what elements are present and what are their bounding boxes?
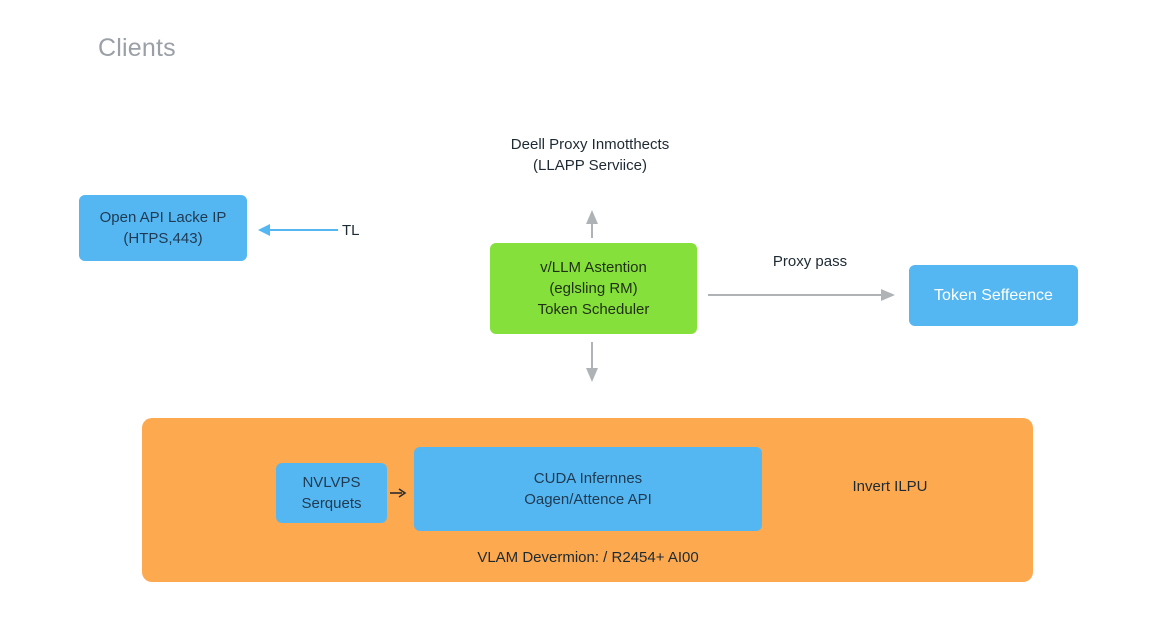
top-label: Deell Proxy Inmotthects (LLAPP Serviice) (470, 134, 710, 176)
cuda-box[interactable]: CUDA Infernnes Oagen/Attence API (414, 447, 762, 531)
token-box-label: Token Seffeence (934, 287, 1053, 304)
down-arrow-head (586, 368, 598, 382)
top-label-line2: (LLAPP Serviice) (533, 157, 647, 174)
proxy-pass-label: Proxy pass (772, 253, 848, 270)
token-box[interactable]: Token Seffeence (909, 265, 1078, 326)
panel-bottom-label: VLAM Devermion: / R2454+ AI00 (477, 549, 699, 566)
tl-arrow-head (258, 224, 270, 236)
client-box-line1: Open API Lacke IP (99, 209, 227, 226)
client-box-line2: (HTPS,443) (123, 230, 203, 247)
center-box-line1: v/LLM Astention (540, 259, 647, 276)
top-label-line1: Deell Proxy Inmotthects (510, 136, 670, 153)
center-box[interactable]: v/LLM Astention (eglsling RM) Token Sche… (490, 243, 697, 334)
client-box[interactable]: Open API Lacke IP (HTPS,443) (79, 195, 247, 261)
center-box-line3: Token Scheduler (537, 301, 650, 318)
nvlvps-box-line1: NVLVPS (302, 474, 361, 491)
cuda-box-line1: CUDA Infernnes (533, 470, 643, 487)
nvlvps-box-line2: Serquets (301, 495, 362, 512)
diagram-title: Clients (98, 34, 176, 62)
invert-label: Invert ILPU (852, 478, 928, 495)
panel-arrow-head (398, 488, 407, 498)
tl-label: TL (342, 222, 360, 239)
proxy-arrow-head (881, 289, 895, 301)
nvlvps-box[interactable]: NVLVPS Serquets (276, 463, 387, 523)
up-arrow-head (586, 210, 598, 224)
center-box-line2: (eglsling RM) (549, 280, 638, 297)
cuda-box-line2: Oagen/Attence API (524, 491, 652, 508)
